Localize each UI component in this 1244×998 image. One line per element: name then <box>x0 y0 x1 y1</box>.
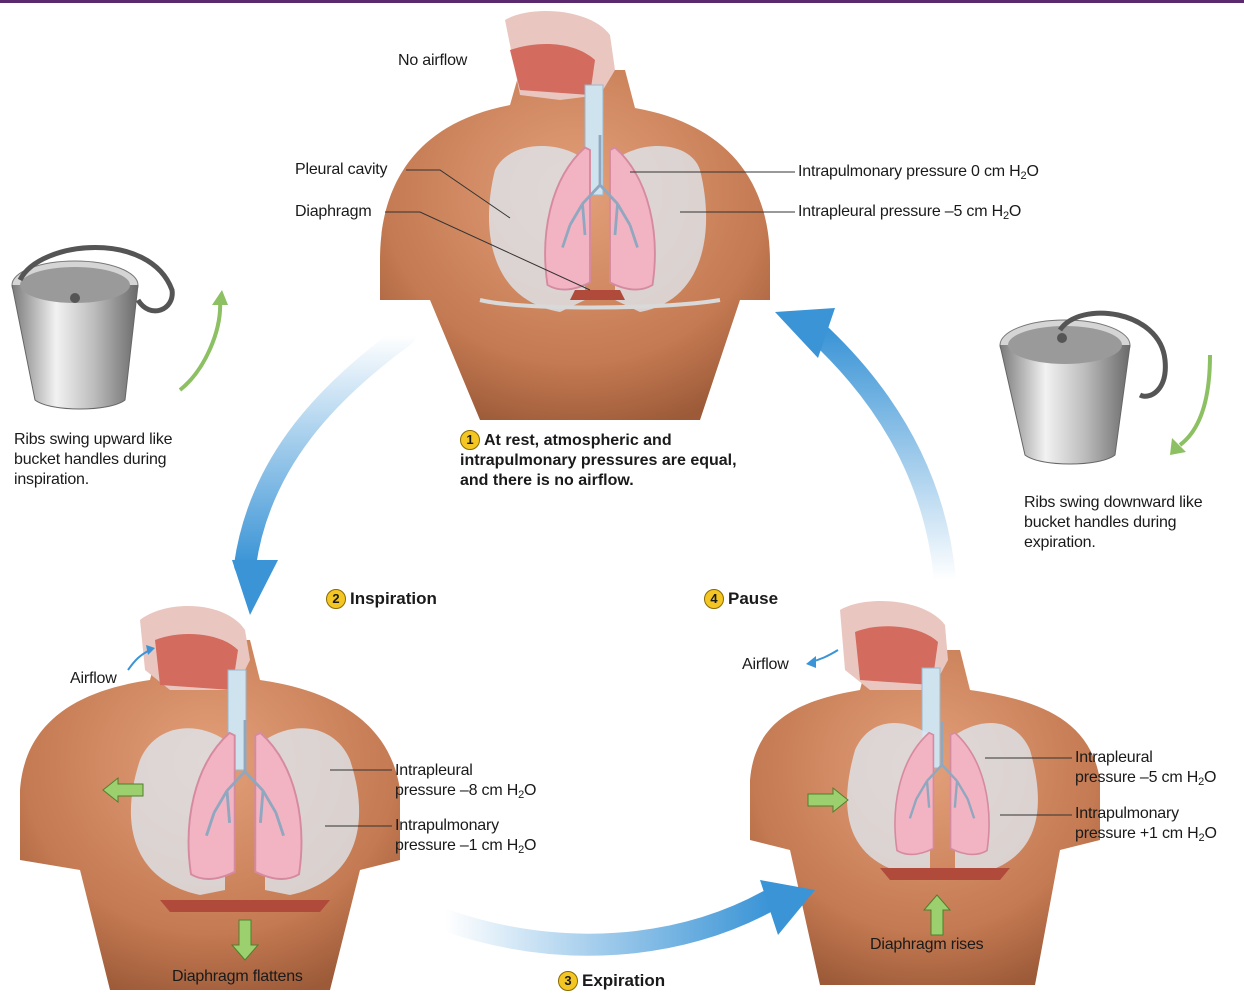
step-1-badge: 1 <box>460 430 480 450</box>
bucket-left-green-arrow <box>180 300 220 390</box>
inspiration-arrowhead <box>232 560 278 615</box>
step-1-text: At rest, atmospheric and intrapulmonary … <box>460 432 737 489</box>
left-intrapulmonary-label: Intrapulmonary pressure –1 cm H2O <box>395 816 536 856</box>
top-intrapleural-pressure-label: Intrapleural pressure –5 cm H2O <box>798 202 1021 222</box>
no-airflow-label: No airflow <box>398 51 467 71</box>
bucket-left-icon <box>12 248 172 410</box>
top-figure-torso <box>380 11 770 420</box>
bucket-right-caption: Ribs swing downward like bucket handles … <box>1024 493 1209 553</box>
right-intrapulmonary-label: Intrapulmonary pressure +1 cm H2O <box>1075 804 1217 844</box>
pause-arrow <box>815 330 945 580</box>
step-4-badge: 4 <box>704 589 724 609</box>
top-intrapulmonary-pressure-label: Intrapulmonary pressure 0 cm H2O <box>798 162 1039 182</box>
right-intrapleural-label: Intrapleural pressure –5 cm H2O <box>1075 748 1216 788</box>
bucket-left-caption: Ribs swing upward like bucket handles du… <box>14 430 184 490</box>
diaphragm-label: Diaphragm <box>295 202 371 222</box>
right-figure-torso <box>750 601 1100 985</box>
inspiration-arrow <box>245 335 405 565</box>
bucket-right-green-arrow <box>1180 355 1210 445</box>
step-3-badge: 3 <box>558 971 578 991</box>
bucket-right-icon <box>1000 313 1165 464</box>
expiration-arrow <box>445 900 770 945</box>
left-airflow-label: Airflow <box>70 669 117 689</box>
diaphragm-rises-label: Diaphragm rises <box>870 935 984 955</box>
left-figure-torso <box>20 606 400 990</box>
right-airflow-label: Airflow <box>742 655 789 675</box>
diaphragm-flattens-label: Diaphragm flattens <box>172 967 303 987</box>
left-intrapleural-label: Intrapleural pressure –8 cm H2O <box>395 761 536 801</box>
pleural-cavity-label: Pleural cavity <box>295 160 387 180</box>
step-2-badge: 2 <box>326 589 346 609</box>
